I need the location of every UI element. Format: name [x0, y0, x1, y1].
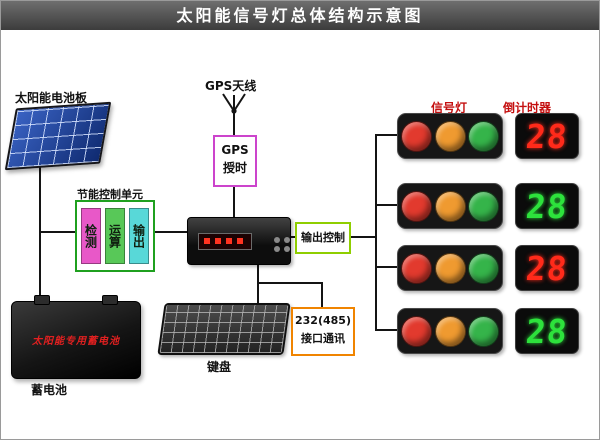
output-control-box: 输出控制	[295, 222, 351, 254]
green-bulb	[468, 252, 500, 284]
battery-brand-text: 太阳能专用蓄电池	[32, 336, 120, 347]
comm-box-line2: 接口通讯	[301, 332, 345, 345]
countdown-display: 28	[515, 308, 579, 354]
green-bulb	[468, 120, 500, 152]
countdown-display: 28	[515, 245, 579, 291]
comm-box-line1: 232(485)	[295, 314, 351, 327]
gps-antenna-label: GPS天线	[205, 79, 257, 93]
gps-timing-box: GPS 授时	[213, 135, 257, 187]
controller-buttons	[274, 237, 280, 243]
yellow-bulb	[434, 120, 466, 152]
battery-terminal	[34, 295, 50, 305]
countdown-digits: 28	[524, 186, 570, 226]
countdown-digits: 28	[524, 248, 570, 288]
red-bulb	[400, 315, 432, 347]
countdown-label: 倒计时器	[503, 101, 552, 115]
connector-line	[349, 236, 376, 238]
countdown-display: 28	[515, 183, 579, 229]
connector-line	[289, 236, 297, 238]
traffic-light	[397, 183, 503, 229]
yellow-bulb	[434, 190, 466, 222]
green-bulb	[468, 315, 500, 347]
yellow-bulb	[434, 252, 466, 284]
red-bulb	[400, 190, 432, 222]
battery-image: 太阳能专用蓄电池	[11, 295, 141, 379]
control-block-detect: 检测	[81, 208, 101, 264]
countdown-digits: 28	[524, 311, 570, 351]
controller-display	[198, 233, 252, 250]
gps-box-line1: GPS	[221, 143, 249, 157]
connector-line	[233, 125, 235, 137]
connector-line	[233, 181, 235, 217]
connector-line	[375, 134, 397, 136]
connector-line	[375, 329, 397, 331]
connector-line	[39, 167, 41, 301]
green-bulb	[468, 190, 500, 222]
battery-terminal	[102, 295, 118, 305]
traffic-light	[397, 245, 503, 291]
traffic-light	[397, 308, 503, 354]
connector-line	[375, 204, 397, 206]
control-unit-box: 检测 运算 输出	[75, 200, 155, 272]
connector-line	[375, 266, 397, 268]
keyboard-label: 键盘	[207, 360, 232, 374]
control-unit-label: 节能控制单元	[77, 188, 143, 201]
battery-label: 蓄电池	[31, 383, 68, 397]
connector-line	[147, 231, 187, 233]
red-bulb	[400, 120, 432, 152]
traffic-light	[397, 113, 503, 159]
countdown-display: 28	[515, 113, 579, 159]
solar-panel-label: 太阳能电池板	[15, 91, 88, 105]
controller-device	[187, 217, 291, 265]
gps-box-line2: 授时	[222, 161, 247, 175]
yellow-bulb	[434, 315, 466, 347]
control-block-output: 输出	[129, 208, 149, 264]
connector-line	[39, 231, 75, 233]
countdown-digits: 28	[524, 116, 570, 156]
diagram-title: 太阳能信号灯总体结构示意图	[1, 1, 599, 30]
gps-antenna-icon	[219, 91, 249, 131]
connector-line	[375, 134, 377, 331]
solar-panel-image	[4, 101, 112, 171]
connector-line	[257, 282, 323, 284]
control-block-compute: 运算	[105, 208, 125, 264]
connector-line	[321, 282, 323, 307]
signal-light-label: 信号灯	[431, 101, 468, 115]
red-bulb	[400, 252, 432, 284]
keyboard-image	[157, 303, 291, 355]
comm-interface-box: 232(485) 接口通讯	[291, 307, 355, 356]
